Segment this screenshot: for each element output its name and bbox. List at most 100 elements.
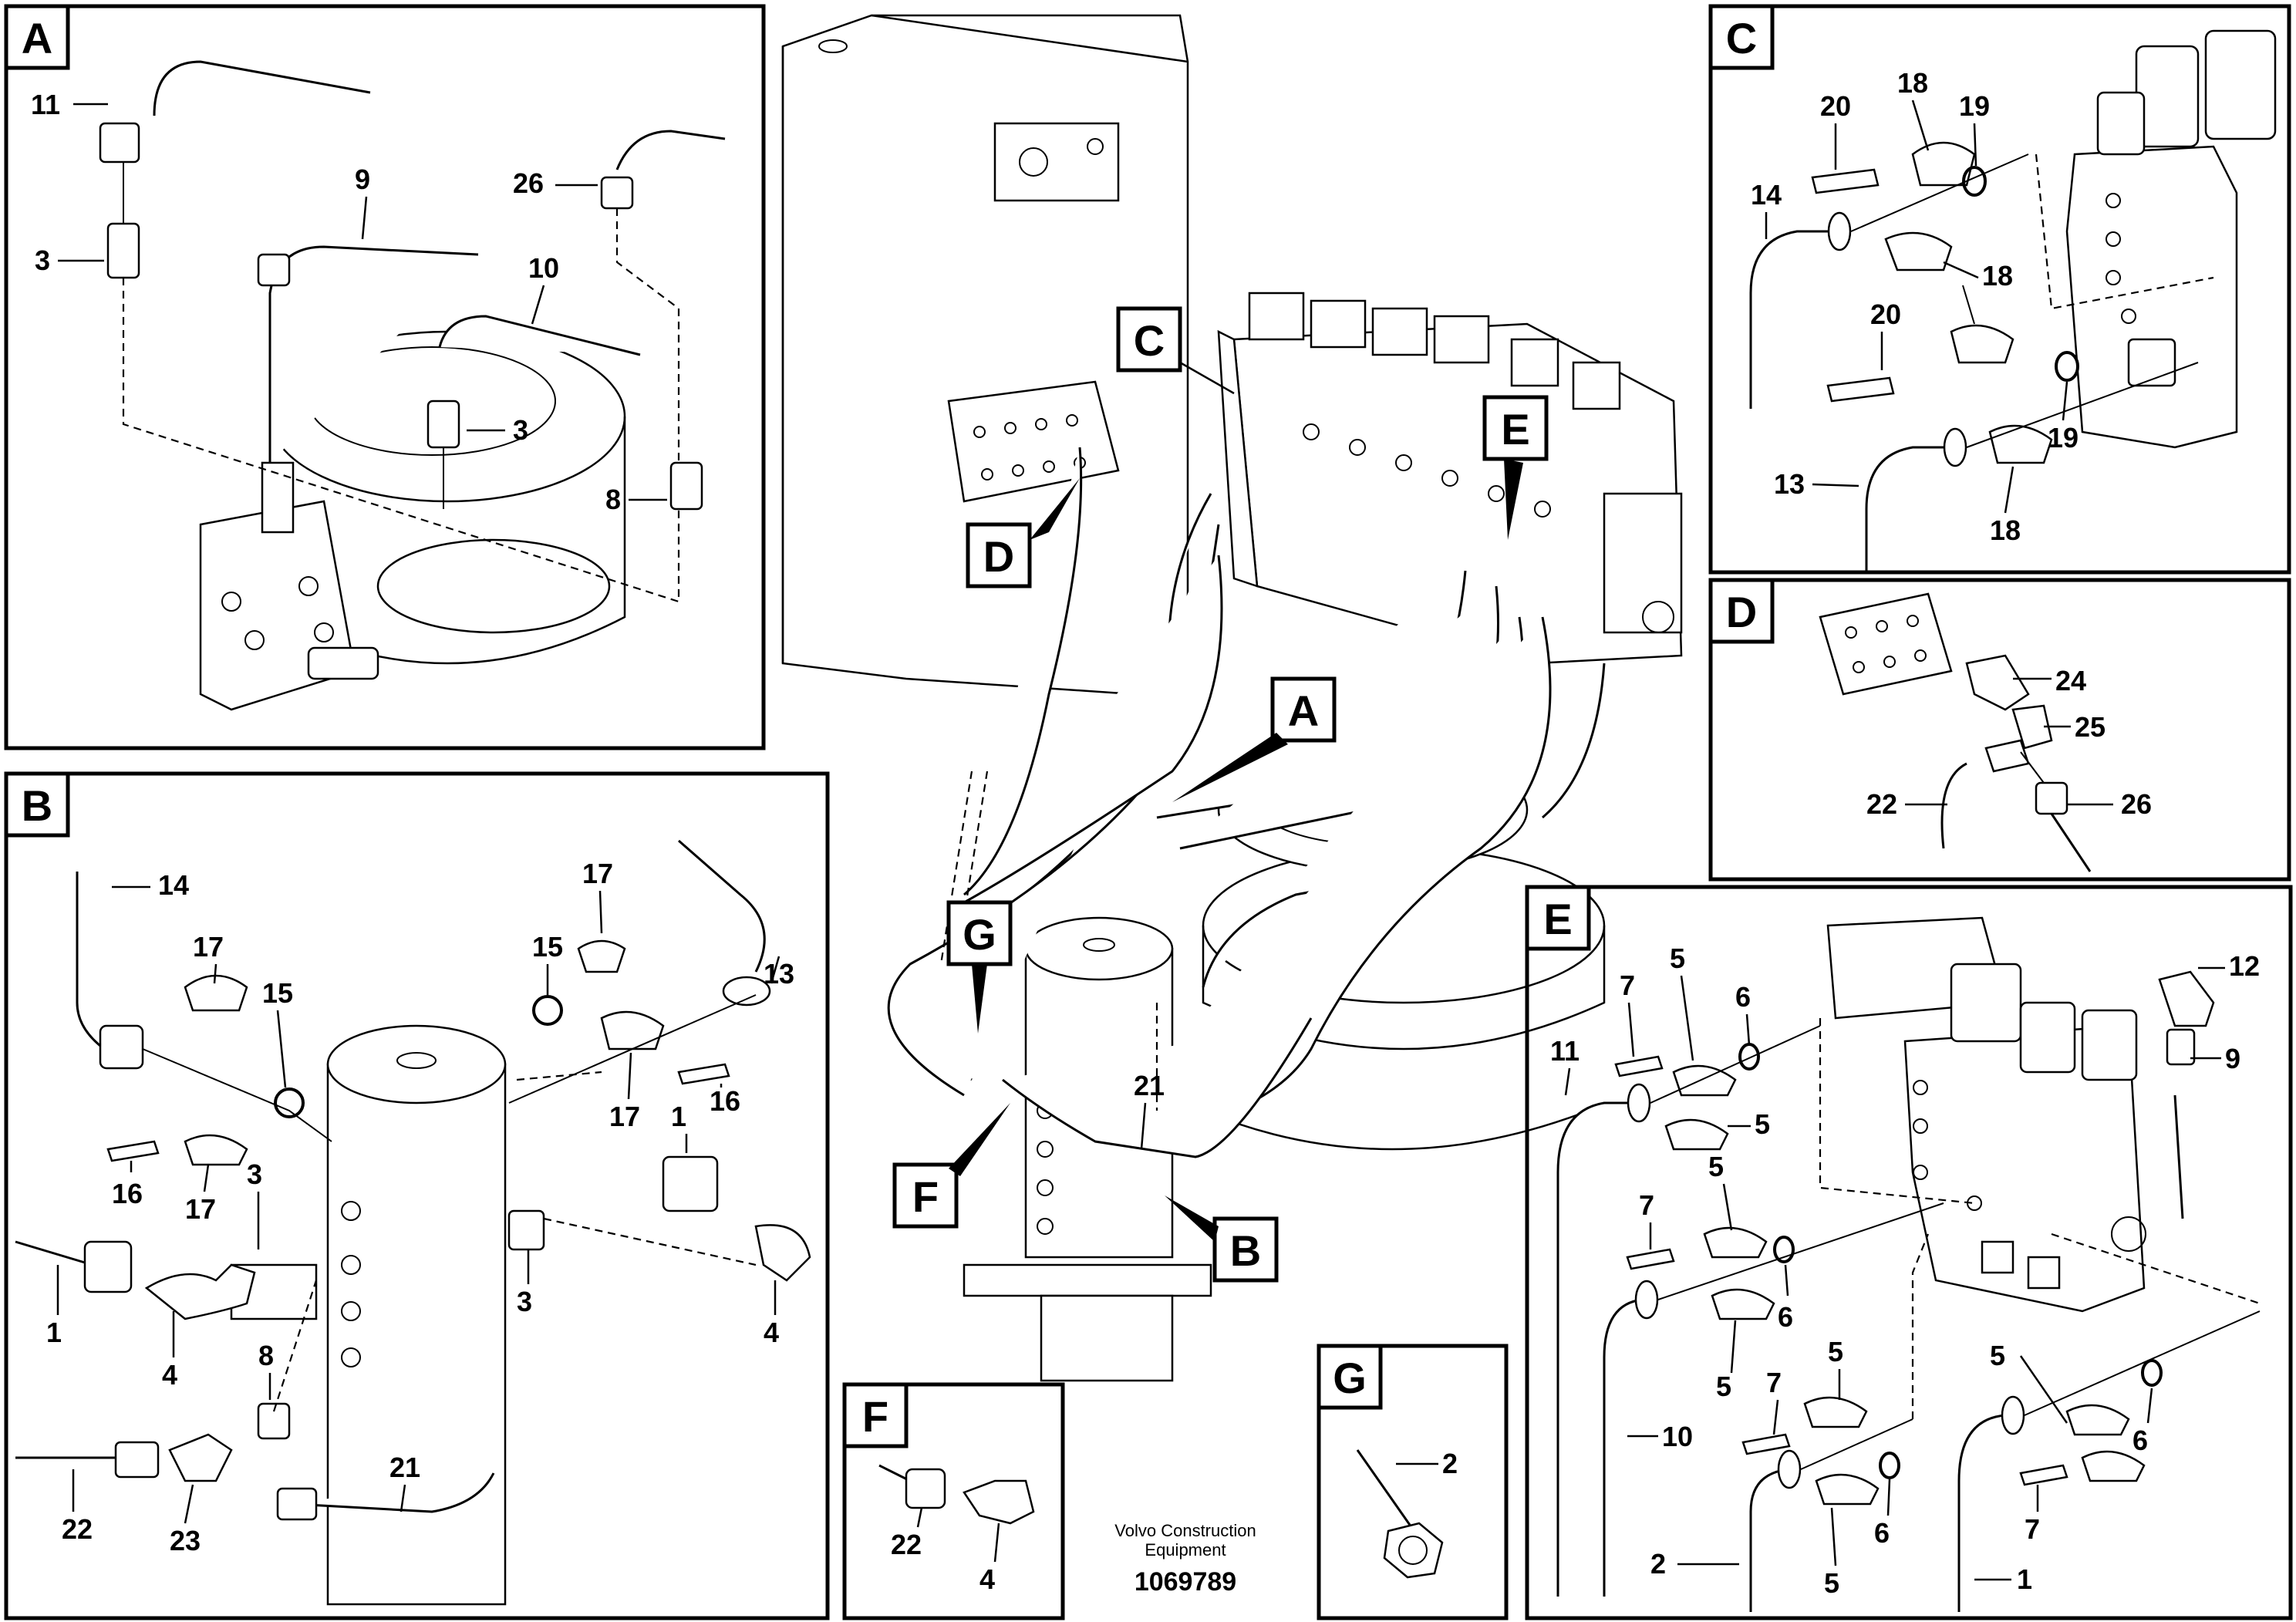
part-label[interactable]: 24 (2013, 665, 2086, 696)
callout-D-main[interactable]: D (966, 478, 1080, 588)
svg-text:6: 6 (1735, 981, 1751, 1013)
part-label[interactable]: 17 (185, 1164, 216, 1225)
part-label[interactable]: 11 (31, 89, 108, 120)
svg-text:9: 9 (2225, 1043, 2240, 1074)
callout-letter: F (912, 1172, 939, 1221)
svg-text:17: 17 (185, 1193, 216, 1225)
part-label[interactable]: 14 (1751, 179, 1782, 239)
part-label[interactable]: 13 (764, 956, 794, 990)
svg-text:18: 18 (1982, 260, 2013, 292)
part-label[interactable]: 4 (979, 1523, 1000, 1595)
part-label[interactable]: 14 (112, 869, 189, 901)
part-label[interactable]: 1 (46, 1265, 62, 1348)
callout-B-main[interactable]: B (1165, 1195, 1279, 1283)
svg-text:22: 22 (891, 1529, 922, 1560)
part-label[interactable]: 26 (513, 167, 598, 199)
part-label[interactable]: 8 (258, 1340, 274, 1400)
detail-view-F: F 22 4 (842, 1382, 1065, 1620)
part-label[interactable]: 15 (262, 977, 293, 1088)
view-letter: G (1333, 1354, 1367, 1402)
part-label[interactable]: 2 (1650, 1548, 1739, 1580)
part-label[interactable]: 22 (1866, 788, 1947, 820)
part-label[interactable]: 9 (355, 164, 370, 240)
part-label[interactable]: 2 (1396, 1448, 1458, 1479)
part-label[interactable]: 3 (467, 414, 528, 446)
part-label[interactable]: 5 (1990, 1340, 2068, 1424)
callout-letter: C (1134, 316, 1165, 365)
part-label[interactable]: 19 (2048, 381, 2079, 454)
part-label[interactable]: 23 (170, 1484, 201, 1556)
callout-E-main[interactable]: E (1482, 395, 1549, 540)
part-label[interactable]: 3 (247, 1158, 262, 1249)
part-label[interactable]: 25 (2044, 711, 2106, 743)
callout-letter: E (1501, 405, 1529, 454)
part-label[interactable]: 12 (2198, 950, 2260, 982)
part-label[interactable]: 5 (1708, 1151, 1733, 1231)
svg-text:3: 3 (247, 1158, 262, 1190)
callout-G-main[interactable]: G (946, 900, 1013, 1034)
part-label[interactable]: 10 (1627, 1421, 1693, 1452)
part-label[interactable]: 6 (1874, 1479, 1891, 1549)
svg-text:19: 19 (2048, 422, 2079, 454)
part-label[interactable]: 10 (528, 252, 559, 325)
part-label[interactable]: 6 (1735, 981, 1751, 1046)
part-label[interactable]: 7 (1620, 969, 1635, 1057)
part-label[interactable]: 1 (671, 1101, 688, 1153)
svg-text:1: 1 (671, 1101, 686, 1132)
detail-view-G: G 2 (1317, 1344, 1509, 1620)
part-label[interactable]: 17 (193, 931, 224, 984)
svg-text:5: 5 (1828, 1336, 1843, 1367)
part-label[interactable]: 26 (2067, 788, 2152, 820)
svg-text:17: 17 (609, 1101, 640, 1132)
part-label[interactable]: 18 (1990, 466, 2021, 546)
part-label[interactable]: 6 (1778, 1264, 1793, 1333)
svg-text:5: 5 (1824, 1567, 1839, 1599)
company-name: Volvo Construction (1114, 1521, 1256, 1540)
document-number: 1069789 (1135, 1567, 1236, 1597)
part-label[interactable]: 3 (35, 244, 104, 276)
view-letter: D (1726, 588, 1757, 636)
part-label[interactable]: 3 (517, 1249, 532, 1317)
part-label[interactable]: 22 (62, 1469, 93, 1545)
part-label[interactable]: 5 (1824, 1507, 1839, 1599)
main-part-21[interactable]: 21 (1134, 1070, 1165, 1150)
part-label[interactable]: 22 (891, 1507, 923, 1560)
part-label[interactable]: 16 (710, 1084, 740, 1117)
svg-text:5: 5 (1990, 1340, 2005, 1371)
part-label[interactable]: 5 (1670, 943, 1694, 1061)
part-label[interactable]: 17 (609, 1052, 640, 1132)
callout-A-main[interactable]: A (1172, 676, 1337, 802)
callout-F-main[interactable]: F (892, 1103, 1010, 1229)
part-label[interactable]: 9 (2190, 1043, 2240, 1074)
svg-text:21: 21 (389, 1452, 420, 1483)
part-label[interactable]: 5 (1828, 1336, 1843, 1400)
callout-C-main[interactable]: C (1116, 306, 1235, 395)
part-label[interactable]: 21 (389, 1452, 420, 1512)
svg-text:20: 20 (1820, 90, 1851, 122)
part-label[interactable]: 5 (1728, 1108, 1770, 1140)
part-label[interactable]: 20 (1870, 298, 1901, 370)
part-label[interactable]: 4 (162, 1311, 177, 1391)
part-label[interactable]: 13 (1774, 468, 1859, 500)
part-label[interactable]: 4 (764, 1280, 779, 1348)
svg-text:11: 11 (31, 89, 60, 120)
svg-text:19: 19 (1959, 90, 1990, 122)
part-label[interactable]: 8 (605, 484, 667, 515)
part-label[interactable]: 18 (1897, 67, 1930, 151)
part-label[interactable]: 7 (1639, 1189, 1654, 1249)
part-label[interactable]: 11 (1550, 1035, 1580, 1096)
part-label[interactable]: 19 (1959, 90, 1990, 167)
part-label[interactable]: 5 (1716, 1320, 1737, 1402)
part-label[interactable]: 20 (1820, 90, 1851, 170)
part-label[interactable]: 16 (112, 1161, 143, 1209)
part-label[interactable]: 6 (2132, 1388, 2153, 1456)
part-label[interactable]: 15 (532, 931, 563, 995)
part-label[interactable]: 17 (582, 858, 613, 934)
part-label[interactable]: 1 (1974, 1563, 2032, 1595)
detail-view-C: C 18 20 19 14 18 20 19 13 18 (1708, 4, 2291, 575)
svg-text:1: 1 (2017, 1563, 2032, 1595)
svg-text:16: 16 (710, 1085, 740, 1117)
part-label[interactable]: 7 (1766, 1367, 1782, 1435)
part-label[interactable]: 7 (2025, 1485, 2040, 1545)
part-label[interactable]: 18 (1943, 260, 2013, 292)
